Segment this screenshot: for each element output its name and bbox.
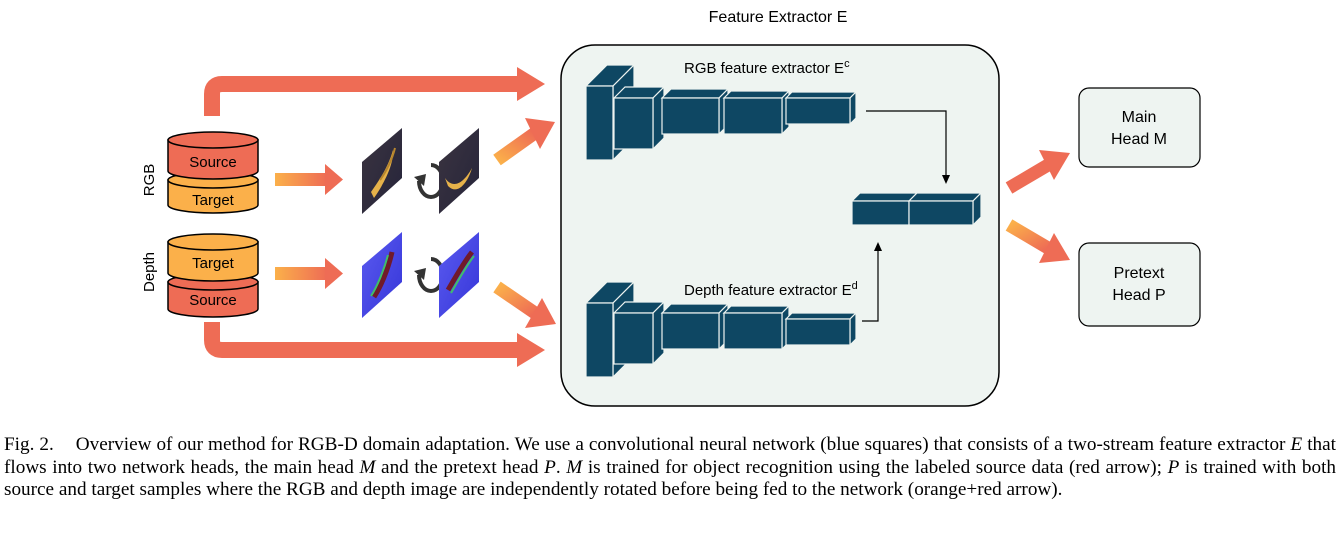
depth-extractor-label: Depth feature extractor Ed <box>684 280 858 299</box>
main-head-line1: Main <box>1122 109 1157 126</box>
depth-database: Target Source <box>167 233 259 318</box>
red-arrow-rgb-source <box>204 67 545 116</box>
caption-symbol-p2: P <box>1167 456 1180 478</box>
pretext-head-line2: Head P <box>1112 287 1165 304</box>
rgb-source-label: Source <box>189 154 237 171</box>
orange-arrow-rgb-to-image <box>275 164 343 195</box>
caption-symbol-m: M <box>359 456 376 478</box>
main-head-box: Main Head M <box>1078 87 1201 168</box>
depth-source-label: Source <box>189 292 237 309</box>
caption-symbol-e: E <box>1290 434 1303 455</box>
depth-to-fusion-connector <box>862 242 882 322</box>
red-arrow-depth-source <box>204 322 545 367</box>
depth-side-label: Depth <box>141 252 158 292</box>
figure-number: Fig. 2. <box>4 434 54 455</box>
caption-text-3: and the pretext head <box>375 456 545 478</box>
pretext-head-box: Pretext Head P <box>1078 242 1201 327</box>
arrow-to-main-head <box>1005 150 1070 194</box>
rgb-image-rotated <box>439 128 479 214</box>
rgb-target-label: Target <box>192 192 235 209</box>
caption-symbol-p: P <box>544 456 556 478</box>
caption-symbol-m2: M <box>566 456 583 478</box>
rgb-side-label: RGB <box>141 164 158 197</box>
caption-text-2: that flows into two network heads, the m… <box>4 434 1336 478</box>
rgb-to-fusion-connector <box>866 110 950 184</box>
method-diagram: Feature Extractor E Source Target RGB Ta… <box>141 9 1201 407</box>
orange-arrow-depth-to-extractor <box>493 281 556 328</box>
rotation-icon-depth <box>414 257 445 293</box>
rgb-feature-extractor <box>584 63 858 162</box>
caption-text-4: . <box>555 456 567 478</box>
main-head-line2: Head M <box>1111 131 1167 148</box>
fused-feature-block <box>850 191 983 227</box>
arrow-to-pretext-head <box>1005 219 1070 263</box>
depth-target-label: Target <box>192 255 235 272</box>
rgb-extractor-label: RGB feature extractor Ec <box>684 58 850 77</box>
caption-text-5: is trained for object recognition using … <box>582 456 1168 478</box>
rotation-icon-rgb <box>414 163 445 199</box>
figure-caption: Fig. 2. Overview of our method for RGB-D … <box>4 434 1336 502</box>
depth-image-original <box>362 232 402 318</box>
rgb-image-original <box>362 128 402 214</box>
orange-arrow-rgb-to-extractor <box>493 118 555 166</box>
depth-feature-extractor <box>584 280 858 379</box>
orange-arrow-depth-to-image <box>275 258 343 289</box>
caption-text-6: is trained with both source and target s… <box>4 456 1337 501</box>
rgb-database: Source Target <box>167 131 259 214</box>
pretext-head-line1: Pretext <box>1114 265 1165 282</box>
caption-text-1: Overview of our method for RGB-D domain … <box>75 434 1291 455</box>
depth-image-rotated <box>439 232 479 318</box>
feature-extractor-title: Feature Extractor E <box>709 9 848 26</box>
